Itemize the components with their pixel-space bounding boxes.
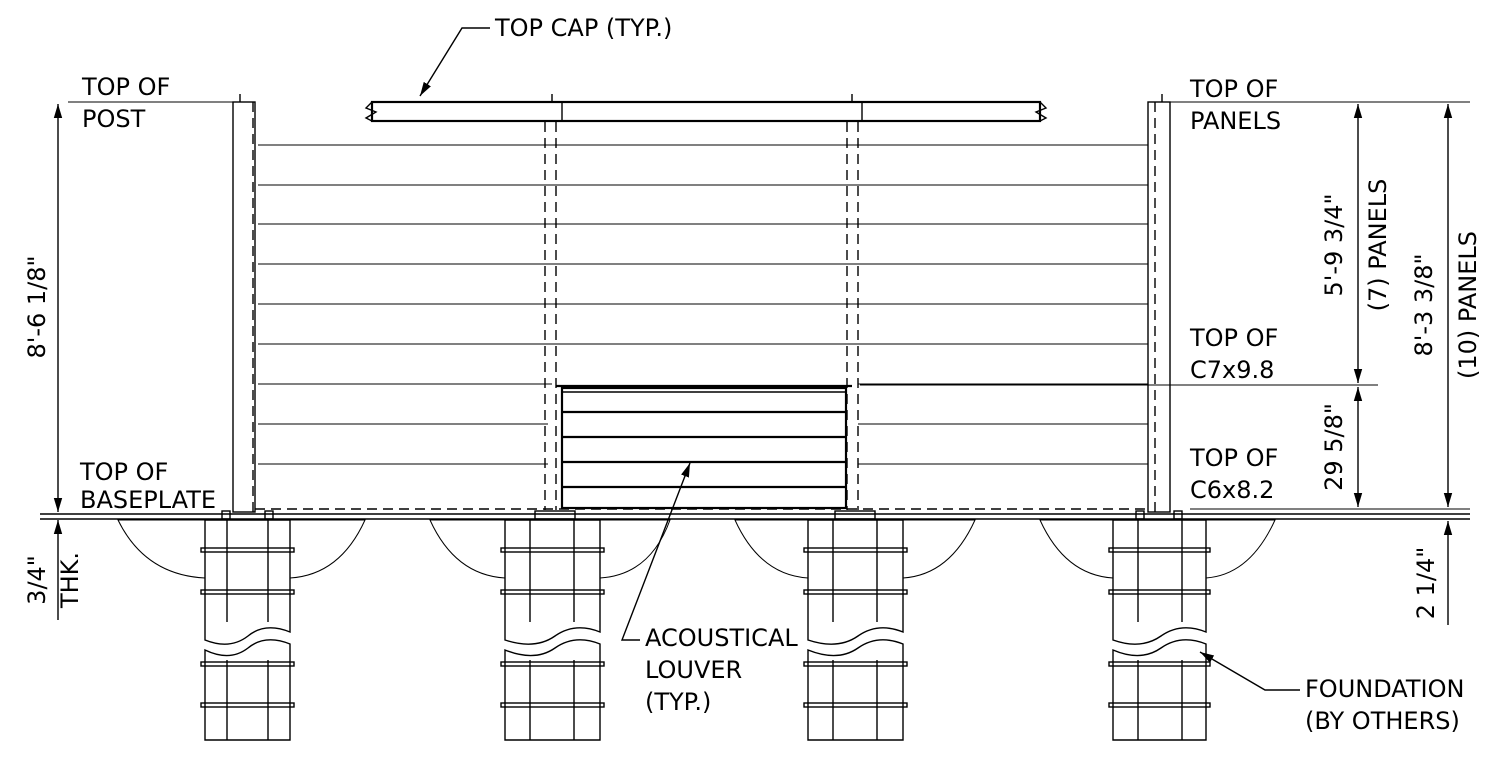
foundation-callout-line-1: FOUNDATION xyxy=(1305,675,1464,703)
top-of-c6-line-2: C6x8.2 xyxy=(1190,476,1274,504)
total-panels-count: (10) PANELS xyxy=(1454,231,1482,379)
level-lines xyxy=(68,101,1470,510)
grade-lines xyxy=(40,508,1470,520)
top-cap xyxy=(364,100,1048,123)
foundation-callout: FOUNDATION (BY OTHERS) xyxy=(1305,675,1472,735)
foundation-1 xyxy=(200,510,295,741)
louver-callout-line-2: LOUVER xyxy=(645,656,742,684)
louver-height-dimension: 29 5/8" xyxy=(1320,403,1348,491)
post-interior-2 xyxy=(846,94,859,510)
top-of-panels-line-2: PANELS xyxy=(1190,107,1281,135)
baseplate-thk-dimension: 3/4" xyxy=(23,555,51,605)
top-of-c7-line-2: C7x9.8 xyxy=(1190,356,1274,384)
post-right xyxy=(1147,94,1171,513)
top-of-c6-label: TOP OF C6x8.2 xyxy=(1189,444,1286,504)
top-of-panels-line-1: TOP OF xyxy=(1189,75,1278,103)
foundation-callout-line-2: (BY OTHERS) xyxy=(1305,707,1460,735)
top-cap-callout: TOP CAP (TYP.) xyxy=(494,14,672,42)
upper-panels-count: (7) PANELS xyxy=(1364,179,1392,312)
foundation-2 xyxy=(500,510,605,741)
top-of-post-line-1: TOP OF xyxy=(81,73,170,101)
top-of-post-label: TOP OF POST xyxy=(81,73,178,133)
post-interior-1 xyxy=(544,94,557,510)
top-of-post-line-2: POST xyxy=(82,105,146,133)
grade-offset-dimension: 2 1/4" xyxy=(1412,547,1440,620)
foundation-3 xyxy=(803,510,908,741)
panel-lines xyxy=(258,144,1148,465)
louver-callout-line-3: (TYP.) xyxy=(645,688,711,716)
leader-lines xyxy=(419,27,1300,691)
post-left xyxy=(232,94,256,513)
top-of-c7-label: TOP OF C7x9.8 xyxy=(1189,324,1286,384)
top-of-c7-line-1: TOP OF xyxy=(1189,324,1278,352)
total-panels-dimension: 8'-3 3/8" xyxy=(1410,253,1438,356)
soil-hatching xyxy=(117,519,1276,579)
acoustical-louver-callout: ACOUSTICAL LOUVER (TYP.) xyxy=(645,624,805,716)
post-height-dimension: 8'-6 1/8" xyxy=(23,255,51,358)
upper-panels-dimension: 5'-9 3/4" xyxy=(1320,193,1348,296)
top-of-baseplate-line-2: BASEPLATE xyxy=(80,486,216,514)
top-of-panels-label: TOP OF PANELS xyxy=(1189,75,1286,135)
foundation-4 xyxy=(1108,510,1211,741)
louver-callout-line-1: ACOUSTICAL xyxy=(645,624,798,652)
top-of-baseplate-line-1: TOP OF xyxy=(79,458,168,486)
top-of-baseplate-label: TOP OF BASEPLATE xyxy=(79,458,216,514)
baseplate-thk-label: THK. xyxy=(56,552,84,609)
top-of-c6-line-1: TOP OF xyxy=(1189,444,1278,472)
acoustical-louver xyxy=(556,384,852,510)
